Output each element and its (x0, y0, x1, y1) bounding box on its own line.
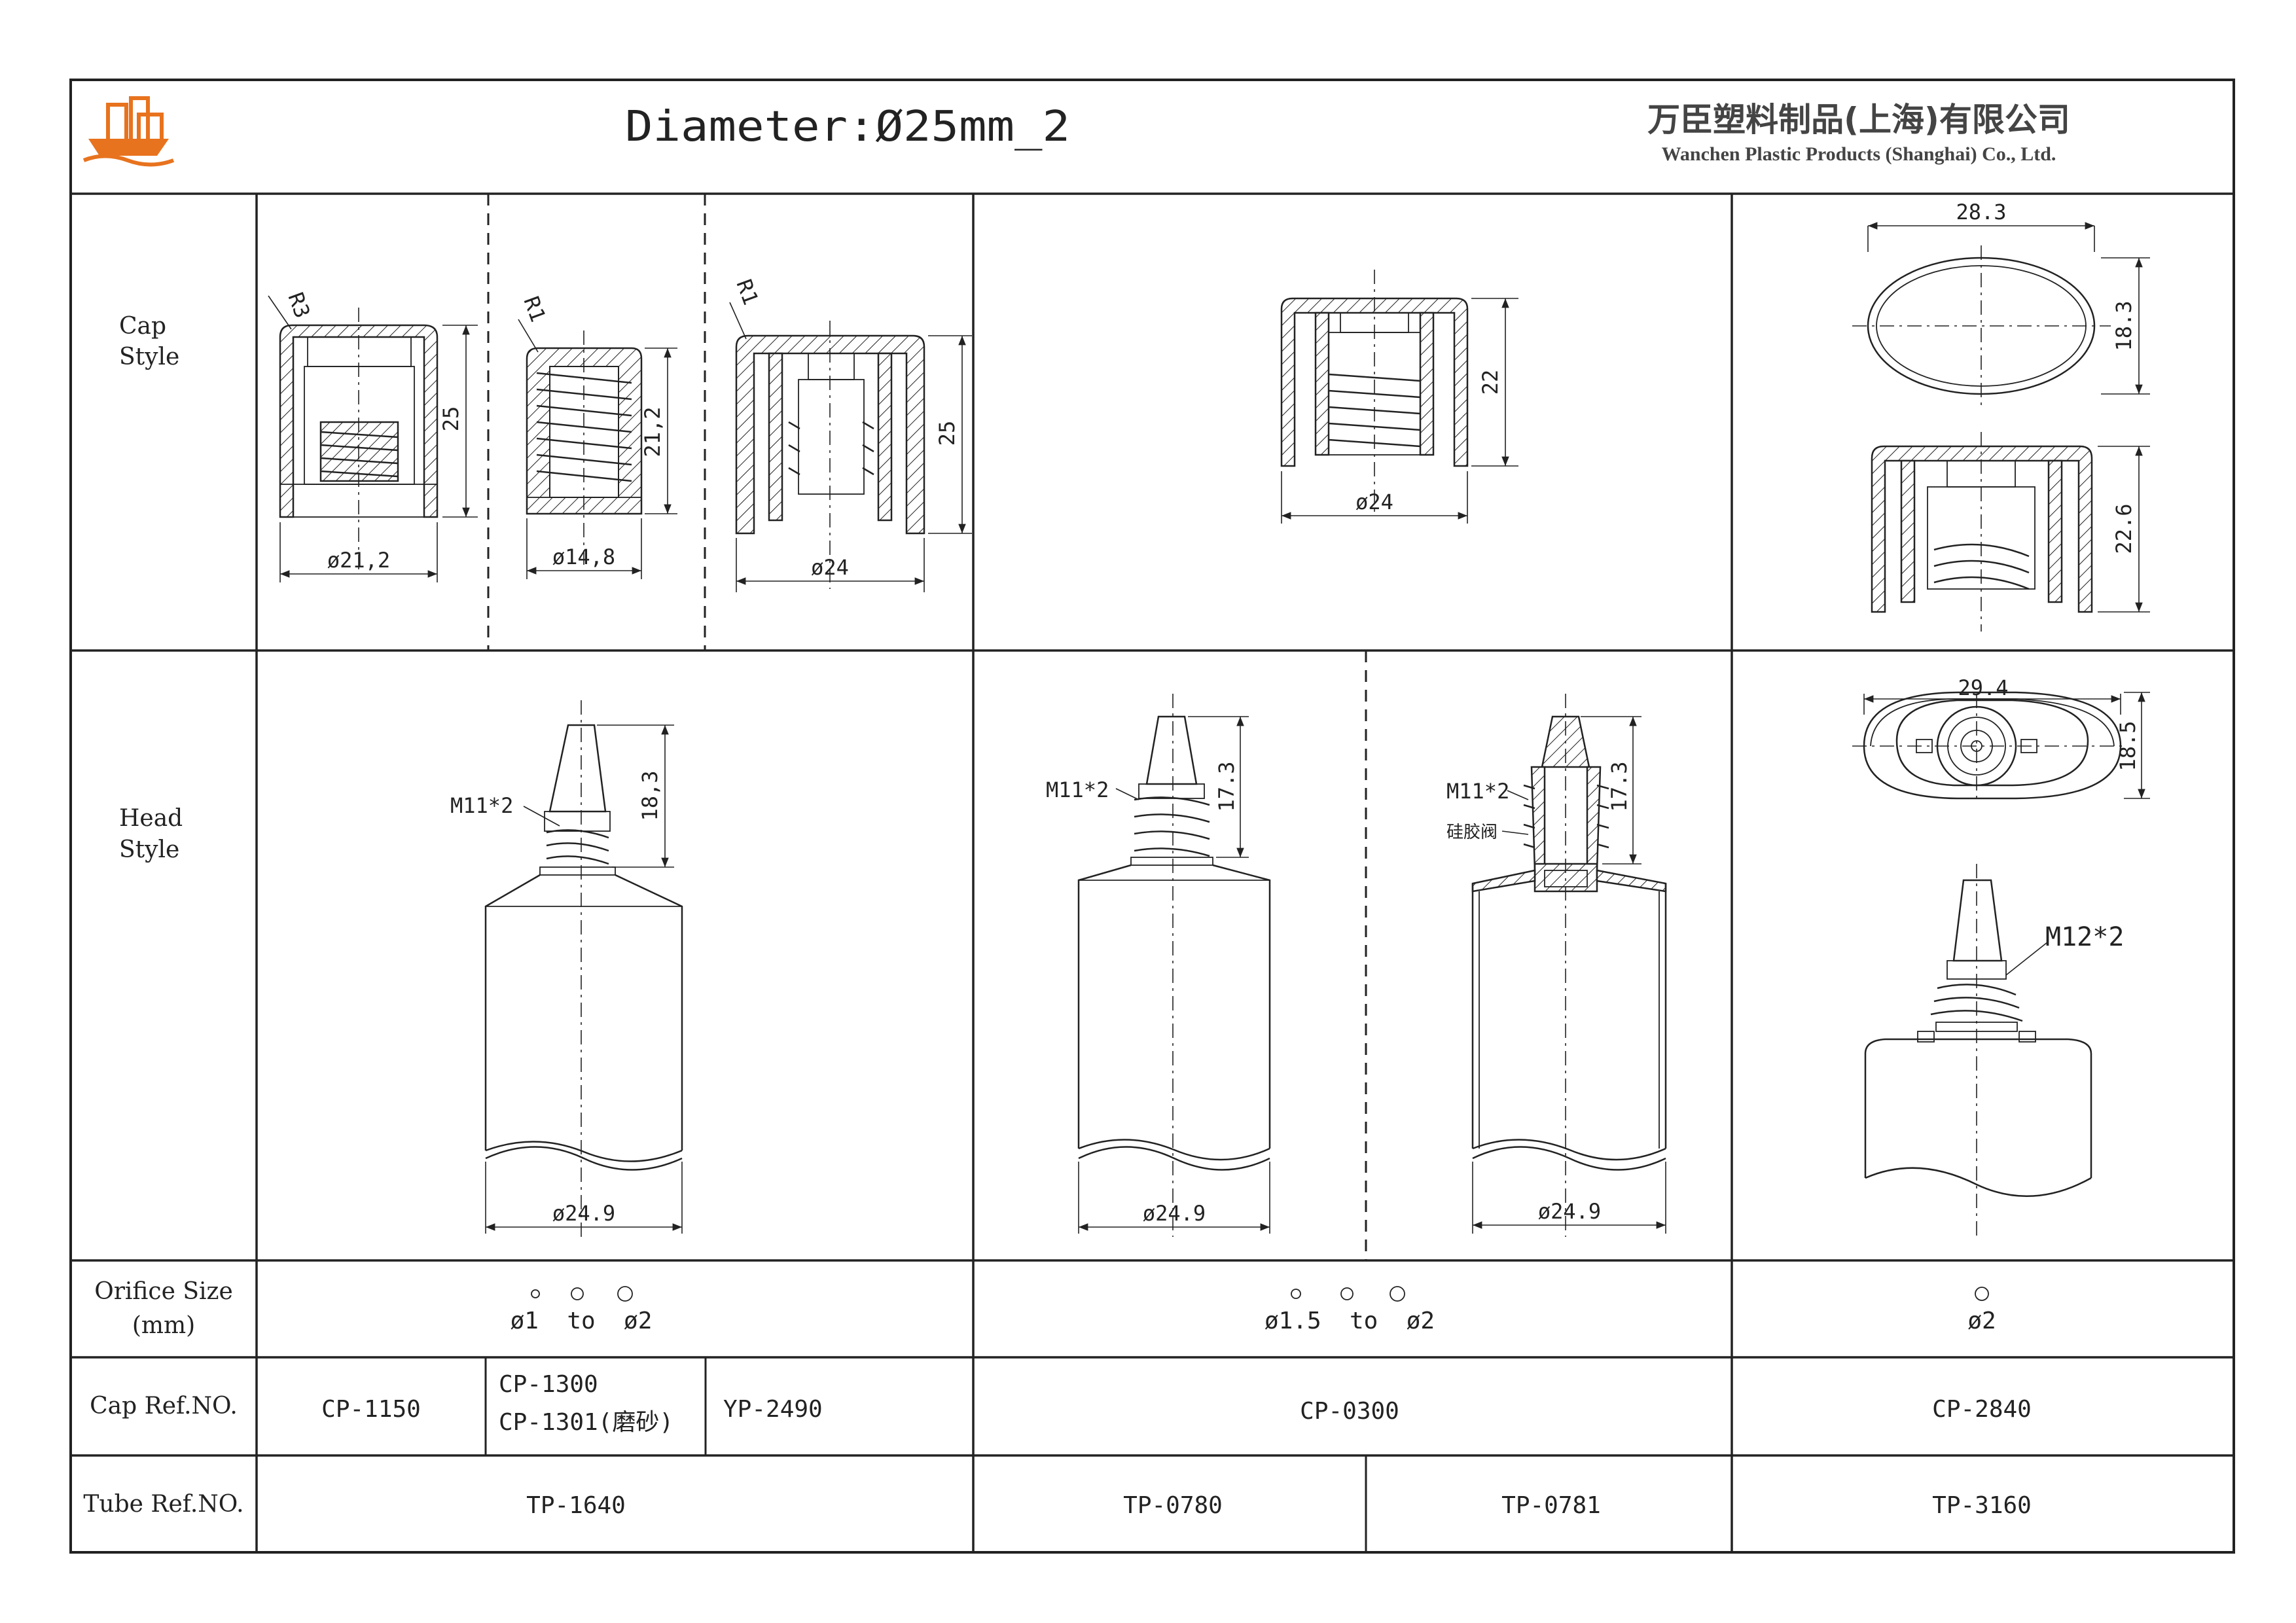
cap-ref-cp1300: CP-1300 (499, 1371, 598, 1398)
row-label-cap-style: Cap (119, 313, 166, 340)
dim-head1-height: 18,3 (637, 770, 662, 821)
orifice-size-col1: ø1 to ø2 (511, 1308, 653, 1334)
table-grid (69, 79, 2235, 1554)
dim-head4-thread: M12*2 (2045, 922, 2124, 952)
dim-cap2-radius: R1 (518, 293, 550, 325)
cap-ref-cp2840: CP-2840 (1932, 1396, 2032, 1423)
cap-ref-yp2490: YP-2490 (723, 1396, 823, 1423)
dim-head4-top-height: 18.5 (2115, 721, 2140, 771)
dim-cap2-height: 21,2 (640, 406, 665, 457)
dim-head3-width: ø24.9 (1538, 1199, 1601, 1224)
tube-ref-tp1640: TP-1640 (526, 1492, 626, 1519)
label-silicone-valve: 硅胶阀 (1446, 823, 1498, 842)
dim-head2-width: ø24.9 (1143, 1201, 1206, 1226)
dim-head1-thread: M11*2 (450, 793, 513, 818)
tube-ref-tp0781: TP-0781 (1501, 1492, 1601, 1519)
cap-drawing-cp0300 (1280, 270, 1518, 524)
company-name-en: Wanchen Plastic Products (Shanghai) Co.,… (1662, 143, 2056, 165)
head-drawing-tp0781 (1471, 694, 1667, 1237)
dim-cap2-width: ø14,8 (552, 544, 615, 569)
dim-cap4-height: 22 (1478, 370, 1503, 395)
dim-cap5-height: 22.6 (2111, 503, 2136, 554)
dim-head3-height: 17.3 (1607, 761, 1632, 812)
orifice-size-col2: ø1.5 to ø2 (1265, 1308, 1435, 1334)
cap-drawing-cp1150 (268, 295, 478, 582)
page-title: Diameter:Ø25mm_2 (625, 103, 1070, 151)
cap-drawing-cp2840 (1852, 222, 2150, 632)
orifice-symbols (531, 1286, 1989, 1302)
dim-cap3-height: 25 (935, 421, 960, 446)
row-label-orifice: Orifice Size (94, 1278, 233, 1305)
head-drawing-tp0780 (1077, 694, 1271, 1237)
dim-cap1-radius: R3 (283, 289, 315, 321)
dim-cap1-height: 25 (439, 406, 463, 432)
dim-head3-thread: M11*2 (1446, 779, 1509, 804)
cap-drawing-cp1300 (518, 319, 677, 579)
orifice-size-col3: ø2 (1967, 1308, 1996, 1334)
company-logo (82, 96, 175, 167)
dim-head2-thread: M11*2 (1046, 777, 1109, 802)
row-label-orifice-unit: (mm) (132, 1312, 195, 1339)
dim-head2-height: 17.3 (1214, 761, 1239, 812)
dim-head1-width: ø24.9 (552, 1201, 615, 1226)
cap-ref-cp0300: CP-0300 (1300, 1398, 1399, 1425)
row-label-cap-ref: Cap Ref.NO. (90, 1393, 238, 1419)
dim-cap5-top-width: 28.3 (1956, 200, 2006, 224)
row-label-tube-ref: Tube Ref.NO. (83, 1491, 243, 1518)
row-label-head-style-2: Style (119, 836, 179, 863)
dim-cap4-width: ø24 (1355, 490, 1393, 514)
row-label-head-style: Head (119, 805, 183, 832)
cap-ref-cp1150: CP-1150 (321, 1396, 421, 1423)
company-name-cn: 万臣塑料制品(上海)有限公司 (1647, 101, 2070, 139)
row-label-cap-style-2: Style (119, 344, 179, 370)
dim-cap5-top-height: 18.3 (2111, 300, 2136, 351)
dim-cap3-radius: R1 (731, 276, 763, 308)
tube-ref-tp0780: TP-0780 (1123, 1492, 1223, 1519)
cap-ref-cp1301: CP-1301(磨砂) (499, 1409, 673, 1436)
head-drawing-tp1640 (484, 700, 683, 1237)
tube-ref-tp3160: TP-3160 (1932, 1492, 2032, 1519)
dim-cap3-width: ø24 (811, 555, 849, 580)
dim-cap1-width: ø21,2 (327, 548, 390, 573)
cap-drawing-yp2490 (729, 302, 972, 592)
head-drawing-tp3160 (1852, 691, 2150, 1237)
dim-head4-top-width: 29.4 (1958, 675, 2008, 700)
